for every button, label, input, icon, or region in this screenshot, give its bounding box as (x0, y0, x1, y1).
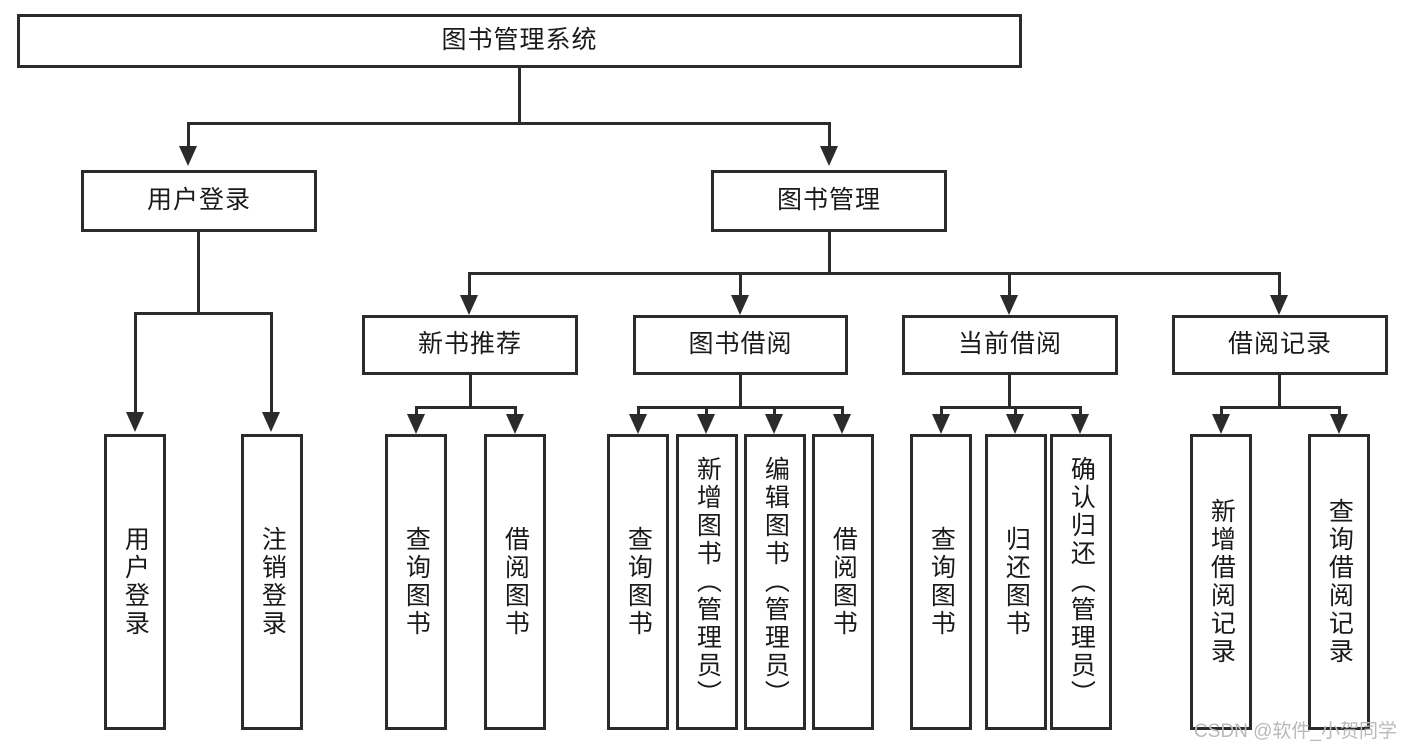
connector-current-borrow-stem (1008, 375, 1011, 406)
arrowhead-bb-to-leaf2 (697, 414, 715, 434)
leaf-confirm-return-admin-label: 确认归还（管理员） (1067, 456, 1096, 708)
connector-cb-to-leaf1 (940, 406, 943, 414)
connector-nbr-to-leaf2 (514, 406, 517, 414)
leaf-query-book-rec[interactable]: 查询图书 (385, 434, 447, 730)
connector-br-to-leaf1 (1220, 406, 1223, 414)
node-new-book-rec-label: 新书推荐 (417, 330, 522, 359)
leaf-confirm-return-admin[interactable]: 确认归还（管理员） (1050, 434, 1112, 730)
arrowhead-nbr-to-leaf1 (407, 414, 425, 434)
leaf-return-book-label: 归还图书 (1002, 526, 1031, 638)
connector-br-to-leaf2 (1338, 406, 1341, 414)
connector-bb-to-leaf1 (637, 406, 640, 414)
connector-borrow-record-stem (1278, 375, 1281, 406)
connector-bm-to-borrow-record (1278, 272, 1281, 295)
arrowhead-bm-to-new-book-rec (460, 295, 478, 315)
connector-book-manage-bus (468, 272, 1280, 275)
connector-root-bus (187, 122, 831, 125)
arrowhead-cb-to-leaf2 (1006, 414, 1024, 434)
leaf-query-book-rec-label: 查询图书 (402, 526, 431, 638)
leaf-borrow-book-rec[interactable]: 借阅图书 (484, 434, 546, 730)
connector-root-stem (518, 68, 521, 122)
connector-book-borrow-stem (739, 375, 742, 406)
leaf-user-login[interactable]: 用户登录 (104, 434, 166, 730)
arrowhead-bm-to-borrow-record (1270, 295, 1288, 315)
node-user-login-label: 用户登录 (146, 186, 251, 215)
connector-book-borrow-bus (637, 406, 843, 409)
leaf-borrow-book[interactable]: 借阅图书 (812, 434, 874, 730)
connector-bb-to-leaf4 (841, 406, 844, 414)
arrowhead-br-to-leaf2 (1330, 414, 1348, 434)
leaf-query-book-borrow[interactable]: 查询图书 (607, 434, 669, 730)
leaf-add-book-admin[interactable]: 新增图书（管理员） (676, 434, 738, 730)
connector-new-book-rec-stem (469, 375, 472, 406)
node-current-borrow[interactable]: 当前借阅 (902, 315, 1118, 375)
leaf-edit-book-admin[interactable]: 编辑图书（管理员） (744, 434, 806, 730)
connector-new-book-rec-bus (415, 406, 517, 409)
connector-root-to-book-manage (828, 122, 831, 146)
leaf-add-borrow-record-label: 新增借阅记录 (1207, 498, 1236, 666)
connector-user-login-to-leaf1 (134, 312, 137, 412)
connector-bm-to-book-borrow (739, 272, 742, 295)
node-book-borrow[interactable]: 图书借阅 (633, 315, 848, 375)
arrowhead-bb-to-leaf1 (629, 414, 647, 434)
leaf-return-book[interactable]: 归还图书 (985, 434, 1047, 730)
arrowhead-nbr-to-leaf2 (506, 414, 524, 434)
node-current-borrow-label: 当前借阅 (957, 330, 1062, 359)
node-book-borrow-label: 图书借阅 (688, 330, 793, 359)
connector-bm-to-current-borrow (1008, 272, 1011, 295)
node-root-label: 图书管理系统 (441, 26, 598, 55)
connector-user-login-stem (197, 232, 200, 312)
arrowhead-root-to-user-login (179, 146, 197, 166)
connector-cb-to-leaf3 (1079, 406, 1082, 414)
leaf-query-book-current[interactable]: 查询图书 (910, 434, 972, 730)
connector-root-to-user-login (187, 122, 190, 146)
connector-bb-to-leaf2 (705, 406, 708, 414)
connector-user-login-bus (134, 312, 272, 315)
arrowhead-root-to-book-manage (820, 146, 838, 166)
connector-user-login-to-leaf2 (270, 312, 273, 412)
node-borrow-record[interactable]: 借阅记录 (1172, 315, 1388, 375)
node-borrow-record-label: 借阅记录 (1227, 330, 1332, 359)
node-new-book-rec[interactable]: 新书推荐 (362, 315, 578, 375)
arrowhead-bb-to-leaf3 (765, 414, 783, 434)
leaf-user-login-label: 用户登录 (121, 526, 150, 638)
node-book-manage[interactable]: 图书管理 (711, 170, 947, 232)
leaf-query-borrow-record-label: 查询借阅记录 (1325, 498, 1354, 666)
connector-bm-to-new-book-rec (468, 272, 471, 295)
arrowhead-bm-to-book-borrow (731, 295, 749, 315)
arrowhead-user-login-to-leaf2 (262, 412, 280, 432)
node-root[interactable]: 图书管理系统 (17, 14, 1022, 68)
arrowhead-cb-to-leaf3 (1071, 414, 1089, 434)
connector-cb-to-leaf2 (1014, 406, 1017, 414)
leaf-user-logout-label: 注销登录 (258, 526, 287, 638)
arrowhead-user-login-to-leaf1 (126, 412, 144, 432)
connector-bb-to-leaf3 (773, 406, 776, 414)
arrowhead-br-to-leaf1 (1212, 414, 1230, 434)
connector-current-borrow-bus (940, 406, 1082, 409)
leaf-borrow-book-rec-label: 借阅图书 (501, 526, 530, 638)
arrowhead-cb-to-leaf1 (932, 414, 950, 434)
connector-book-manage-stem (828, 232, 831, 272)
node-book-manage-label: 图书管理 (776, 186, 881, 215)
node-user-login[interactable]: 用户登录 (81, 170, 317, 232)
arrowhead-bm-to-current-borrow (1000, 295, 1018, 315)
leaf-query-book-borrow-label: 查询图书 (624, 526, 653, 638)
leaf-borrow-book-label: 借阅图书 (829, 526, 858, 638)
connector-nbr-to-leaf1 (415, 406, 418, 414)
leaf-query-book-current-label: 查询图书 (927, 526, 956, 638)
connector-borrow-record-bus (1220, 406, 1338, 409)
arrowhead-bb-to-leaf4 (833, 414, 851, 434)
leaf-edit-book-admin-label: 编辑图书（管理员） (761, 456, 790, 708)
leaf-query-borrow-record[interactable]: 查询借阅记录 (1308, 434, 1370, 730)
leaf-add-borrow-record[interactable]: 新增借阅记录 (1190, 434, 1252, 730)
leaf-add-book-admin-label: 新增图书（管理员） (693, 456, 722, 708)
leaf-user-logout[interactable]: 注销登录 (241, 434, 303, 730)
